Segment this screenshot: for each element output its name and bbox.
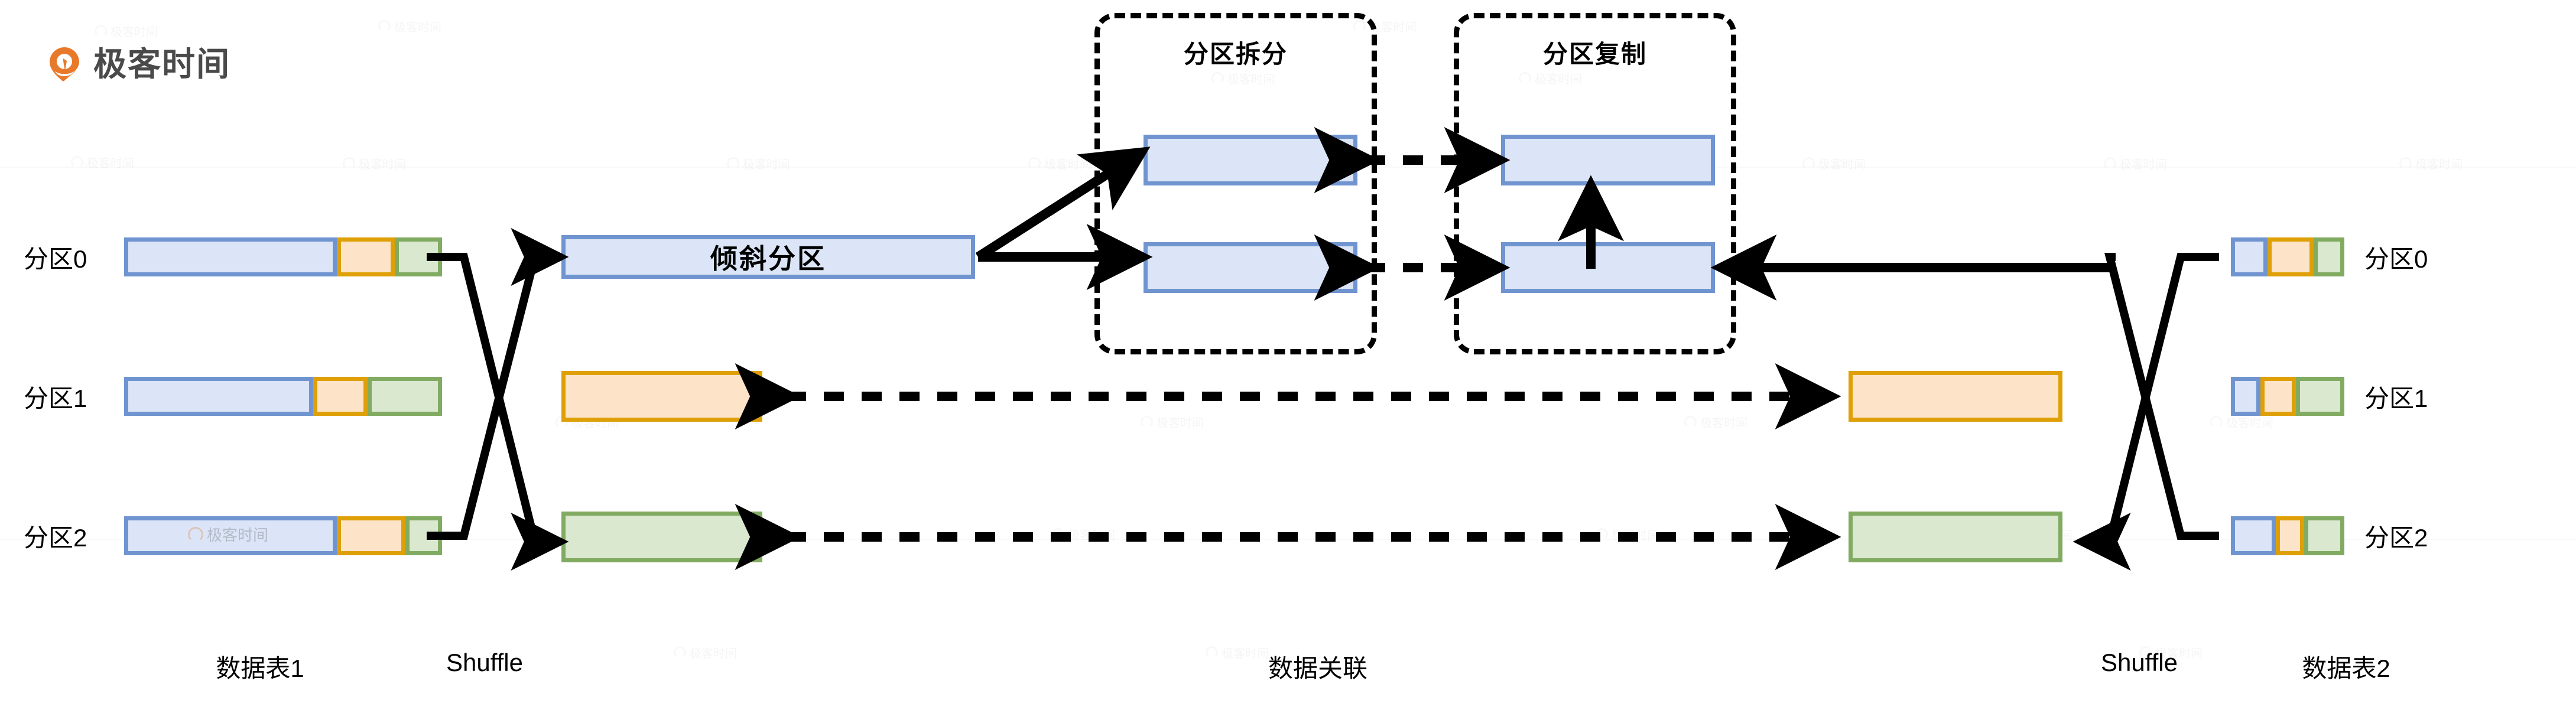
left-shuffle-arrows bbox=[427, 228, 569, 571]
left-partition-row-2: 分区2 bbox=[24, 516, 442, 555]
watermark: 极客时间 bbox=[1028, 155, 1092, 172]
right-partition-bar-0 bbox=[2231, 237, 2344, 276]
watermark: 极客时间 bbox=[378, 18, 441, 35]
segment-orange bbox=[2276, 516, 2304, 555]
replicate-box-top bbox=[1501, 135, 1715, 185]
shuffle-arrow-p0-to-green bbox=[427, 253, 569, 571]
middle-orange-box bbox=[561, 371, 762, 422]
shuffle-arrow-rp2-to-replicate bbox=[2104, 253, 2219, 540]
right-partition-row-2: 分区2 bbox=[2231, 516, 2428, 555]
right-partition-label-1: 分区1 bbox=[2364, 384, 2428, 412]
split-box-bottom bbox=[1144, 242, 1357, 293]
segment-orange bbox=[337, 516, 405, 555]
watermark: 极客时间 bbox=[95, 22, 158, 40]
segment-blue bbox=[2231, 516, 2276, 555]
segment-orange bbox=[337, 237, 395, 276]
right-shuffle-arrows bbox=[2073, 253, 2219, 571]
right-orange-box bbox=[1849, 371, 2062, 422]
right-partition-row-1: 分区1 bbox=[2231, 377, 2428, 416]
watermark: 极客时间 bbox=[1684, 413, 1747, 431]
shuffle-arrow-p2-to-skew bbox=[427, 228, 569, 540]
caption-join: 数据关联 bbox=[1268, 654, 1367, 682]
watermark: 极客时间 bbox=[1802, 155, 1866, 172]
segment-blue bbox=[2231, 377, 2260, 416]
watermark: 极客时间 bbox=[71, 154, 134, 171]
location-pin-icon bbox=[46, 46, 83, 83]
right-green-box bbox=[1849, 512, 2062, 562]
segment-green bbox=[395, 237, 442, 276]
watermark: 极客时间 bbox=[2104, 155, 2167, 172]
watermark: 极客时间 bbox=[2399, 155, 2463, 172]
segment-green bbox=[2314, 237, 2344, 276]
watermark: 极客时间 bbox=[2210, 413, 2273, 431]
left-partition-bar-0 bbox=[124, 237, 442, 276]
left-partition-row-0: 分区0 bbox=[24, 237, 442, 276]
left-partition-bar-2 bbox=[124, 516, 442, 555]
brand-logo: 极客时间 bbox=[46, 46, 230, 83]
watermark: 极客时间 bbox=[1141, 413, 1204, 431]
skewed-partition-label: 倾斜分区 bbox=[710, 243, 826, 274]
segment-orange bbox=[313, 377, 368, 416]
join-dashed-arrows bbox=[735, 363, 1841, 570]
left-partition-label-1: 分区1 bbox=[24, 384, 87, 412]
left-partition-label-0: 分区0 bbox=[24, 245, 87, 273]
watermark: 极客时间 bbox=[674, 644, 737, 661]
segment-orange bbox=[2260, 377, 2296, 416]
watermark: 极客时间 bbox=[343, 155, 406, 172]
shuffle-arrow-rp0-to-green bbox=[2073, 253, 2219, 571]
panel-split-title: 分区拆分 bbox=[1183, 40, 1288, 68]
panel-replicate-title: 分区复制 bbox=[1542, 40, 1647, 68]
segment-green bbox=[405, 516, 442, 555]
brand-name: 极客时间 bbox=[93, 45, 230, 83]
middle-green-box bbox=[561, 512, 762, 562]
segment-green bbox=[2304, 516, 2344, 555]
left-partition-bar-1 bbox=[124, 377, 442, 416]
left-partition-label-2: 分区2 bbox=[24, 523, 87, 552]
segment-green bbox=[368, 377, 442, 416]
segment-blue bbox=[124, 377, 313, 416]
segment-blue bbox=[124, 237, 337, 276]
segment-blue bbox=[124, 516, 337, 555]
skewed-partition-box: 倾斜分区 bbox=[561, 235, 975, 279]
split-box-top bbox=[1144, 135, 1357, 185]
segment-blue bbox=[2231, 237, 2268, 276]
caption-right-shuffle: Shuffle bbox=[2101, 649, 2178, 676]
caption-left-shuffle: Shuffle bbox=[446, 649, 523, 676]
right-partition-label-0: 分区0 bbox=[2364, 245, 2428, 273]
segment-green bbox=[2296, 377, 2344, 416]
watermark: 极客时间 bbox=[1052, 526, 1115, 543]
right-partition-row-0: 分区0 bbox=[2231, 237, 2428, 276]
caption-right-table: 数据表2 bbox=[2302, 654, 2390, 682]
caption-left-table: 数据表1 bbox=[216, 654, 304, 682]
right-partition-bar-1 bbox=[2231, 377, 2344, 416]
watermark: 极客时间 bbox=[727, 155, 790, 172]
right-partition-bar-2 bbox=[2231, 516, 2344, 555]
left-partition-row-1: 分区1 bbox=[24, 377, 442, 416]
segment-orange bbox=[2268, 237, 2314, 276]
replicate-box-bottom bbox=[1501, 242, 1715, 293]
right-partition-label-2: 分区2 bbox=[2364, 523, 2428, 552]
watermark: 极客时间 bbox=[1596, 526, 1659, 543]
